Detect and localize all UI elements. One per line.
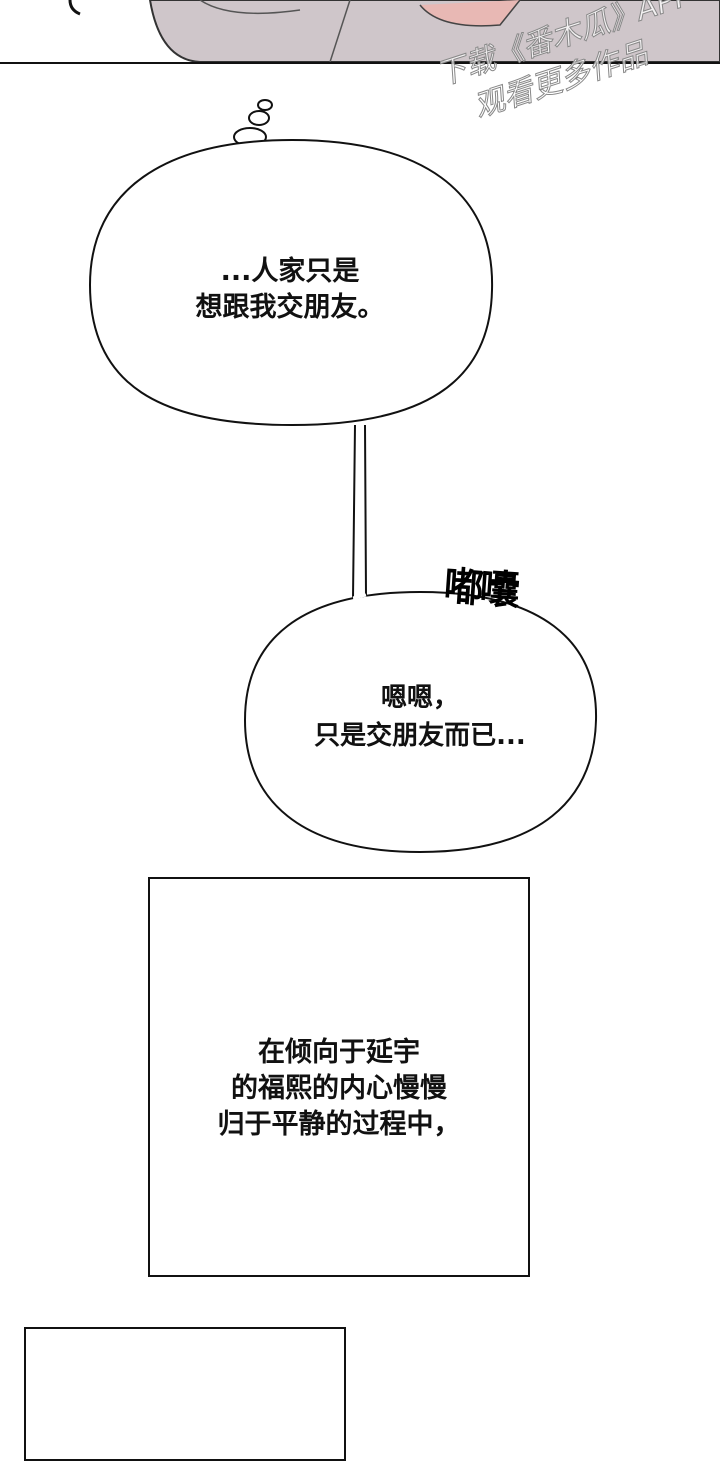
caption-line3: 归于平静的过程中，: [217, 1109, 461, 1140]
next-panel: [24, 1327, 346, 1461]
speech-bubbles: [88, 99, 598, 854]
bubble2-line2: 只是交朋友而已...: [314, 721, 526, 751]
top-comic-panel: [0, 0, 720, 64]
bubble2-line1: 嗯嗯，: [380, 683, 459, 713]
sound-effect-text: 嘟囔: [442, 563, 518, 615]
caption-line2: 的福熙的内心慢慢: [231, 1073, 447, 1104]
caption-box: 在倾向于延宇 的福熙的内心慢慢 归于平静的过程中，: [148, 877, 530, 1277]
bubble1-line2: 想跟我交朋友。: [195, 292, 385, 323]
character-illustration: [68, 0, 720, 62]
caption-line1: 在倾向于延宇: [258, 1037, 420, 1068]
bubble1-line1: ...人家只是: [220, 256, 360, 287]
